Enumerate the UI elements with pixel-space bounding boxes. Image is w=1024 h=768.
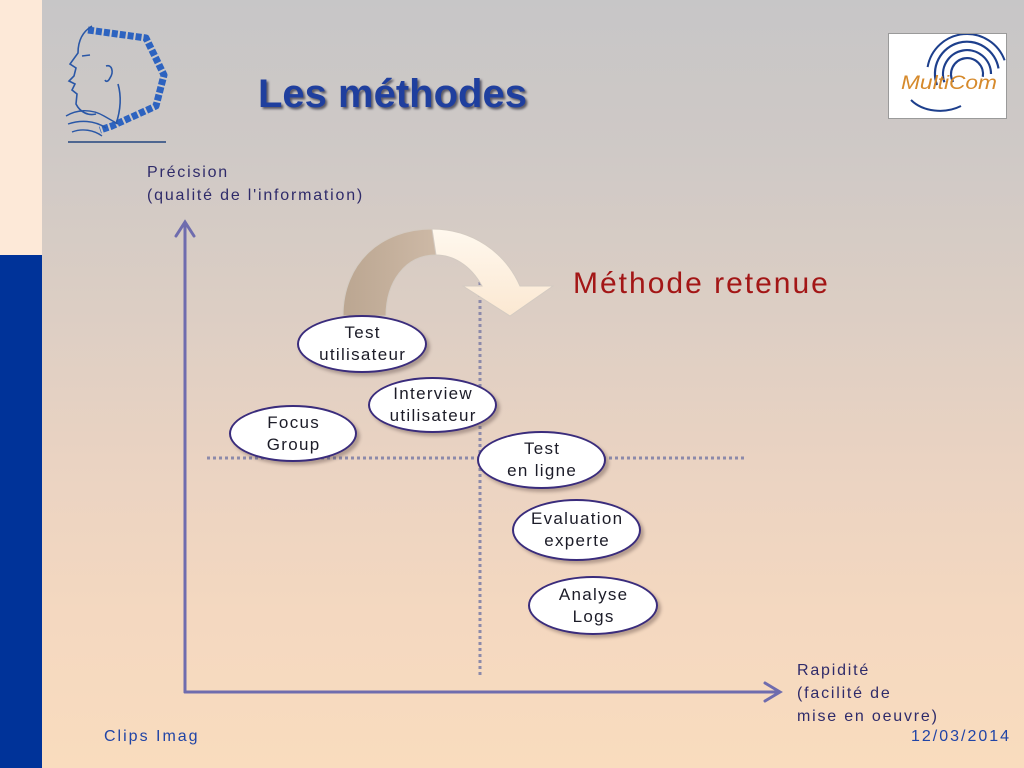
method-label-line2: Logs [572,606,615,626]
y-axis-label-line2: (qualité de l'information) [147,187,365,204]
x-axis-label-line3: mise en oeuvre) [797,708,939,725]
logo-swirl-small [949,57,985,83]
method-evaluation-experte: Evaluation experte [512,499,641,561]
y-axis-label: Précision (qualité de l'information) [147,161,364,207]
left-strip-bar [0,255,42,768]
logo-hand [65,110,119,137]
method-label-line1: Test [344,323,381,342]
logo-hexagon-band [87,26,168,134]
footer-date: 12/03/2014 [911,728,1012,745]
logo-ear [104,64,113,83]
method-label-line2: Group [266,434,321,454]
method-label-line1: Analyse [558,584,629,604]
method-label-line1: Test [523,439,561,458]
method-label-line1: Interview [393,384,474,403]
method-test-utilisateur: Test utilisateur [297,315,427,373]
method-label-line2: en ligne [507,461,578,480]
callout-text: Méthode retenue [573,267,830,300]
y-axis-label-line1: Précision [147,164,230,181]
logo-swirl-medium [941,49,993,83]
multicom-logo-graphic: MultiCom [901,34,1006,112]
y-axis-arrow-icon [174,219,196,238]
logo-face-outline [67,25,97,116]
x-axis-arrow-icon [763,681,783,703]
logo-neck [115,83,121,125]
logo-swirl-outer [926,34,1006,68]
method-label-line2: experte [544,531,611,550]
method-label-line1: Focus [267,412,321,432]
x-axis-label-line1: Rapidité [797,662,871,679]
logo-eye [81,54,91,57]
method-label-line2: utilisateur [319,345,407,364]
logo-swirl-bottom [910,99,962,112]
logo-text: MultiCom [901,73,997,94]
multicom-logo: MultiCom [888,33,1007,119]
method-analyse-logs: Analyse Logs [528,576,658,635]
left-strip-top [0,0,42,255]
face-profile-logo [65,25,168,143]
logo-swirl-large [933,40,1000,86]
method-label-line1: Evaluation [530,509,624,528]
method-focus-group: Focus Group [229,405,357,462]
method-test-en-ligne: Test en ligne [477,431,606,489]
method-label-line2: utilisateur [389,406,477,425]
x-axis-label: Rapidité (facilité de mise en oeuvre) [797,659,939,728]
footer-organization: Clips Imag [104,728,200,745]
curved-arrow-icon [342,228,555,317]
slide-title: Les méthodes [258,72,527,116]
method-interview-utilisateur: Interview utilisateur [368,377,497,433]
x-axis-label-line2: (facilité de [797,685,892,702]
curved-arrow-back-face [342,228,437,317]
